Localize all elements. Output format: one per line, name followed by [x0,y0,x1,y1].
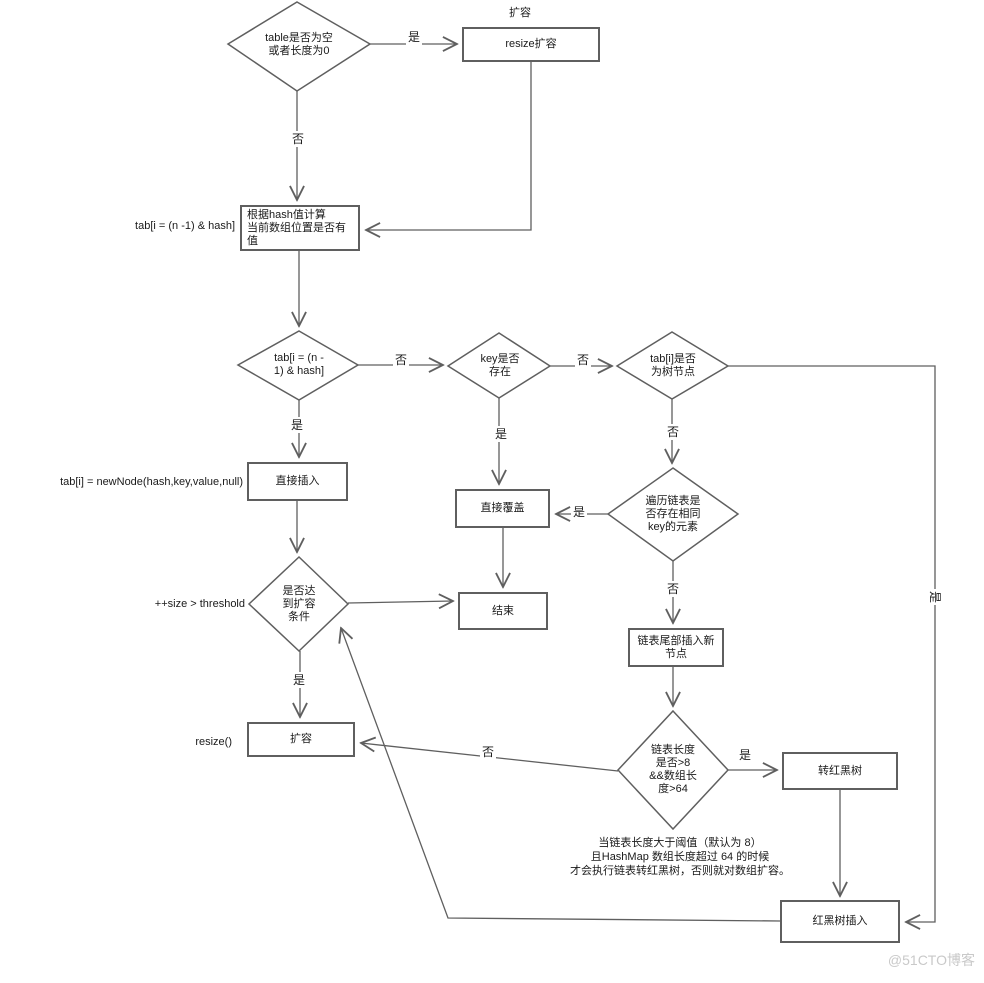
resize-again-note: resize() [195,736,232,748]
resize-again-box: 扩容 [247,722,355,757]
edge-label-slot-no: 否 [393,352,409,368]
edge-condition-to-end [347,601,453,603]
edge-resize-to-calc [366,62,532,230]
edge-label-slot-yes: 是 [289,417,305,433]
edge-label-resize-cond-yes: 是 [291,672,307,688]
edge-label-list-len-yes: 是 [737,747,753,763]
check-table-empty-diamond [226,1,372,92]
watermark: @51CTO博客 [887,952,975,968]
edge-label-list-len-no: 否 [480,744,496,760]
check-key-exists-diamond [446,332,552,399]
treeify-annotation: 当链表长度大于阈值（默认为 8） 且HashMap 数组长度超过 64 的时候 … [570,837,790,877]
check-resize-note: ++size > threshold [154,598,245,610]
tail-insert-box: 链表尾部插入新 节点 [628,628,724,667]
edge-label-traverse-no: 否 [665,581,681,597]
traverse-list-diamond [606,467,740,562]
calc-index-box: 根据hash值计算 当前数组位置是否有值 [240,205,360,251]
edge-label-key-yes: 是 [493,426,509,442]
treeify-box: 转红黑树 [782,752,898,790]
rb-insert-box: 红黑树插入 [780,900,900,943]
resize-expand-box: resize扩容 [462,27,600,62]
direct-insert-note: tab[i] = newNode(hash,key,value,null) [60,476,243,488]
end-box: 结束 [458,592,548,630]
edge-rbinsert-to-condition [341,628,781,922]
edge-label-traverse-yes: 是 [571,504,587,520]
check-slot-value-diamond [236,330,360,401]
direct-insert-box: 直接插入 [247,462,348,501]
edge-label-table-empty-no: 否 [290,131,306,147]
check-tree-node-diamond [615,331,730,400]
edge-tree-yes [728,365,936,922]
check-list-length-diamond [616,709,730,831]
edge-label-tree-yes: 是 [927,589,943,605]
resize-caption: 扩容 [509,7,531,19]
direct-overwrite-box: 直接覆盖 [455,489,550,528]
check-resize-condition-diamond [247,555,350,653]
edge-label-table-empty-yes: 是 [406,29,422,45]
edge-label-key-no: 否 [575,352,591,368]
edge-label-tree-no: 否 [665,424,681,440]
calc-index-note: tab[i = (n -1) & hash] [135,220,235,232]
